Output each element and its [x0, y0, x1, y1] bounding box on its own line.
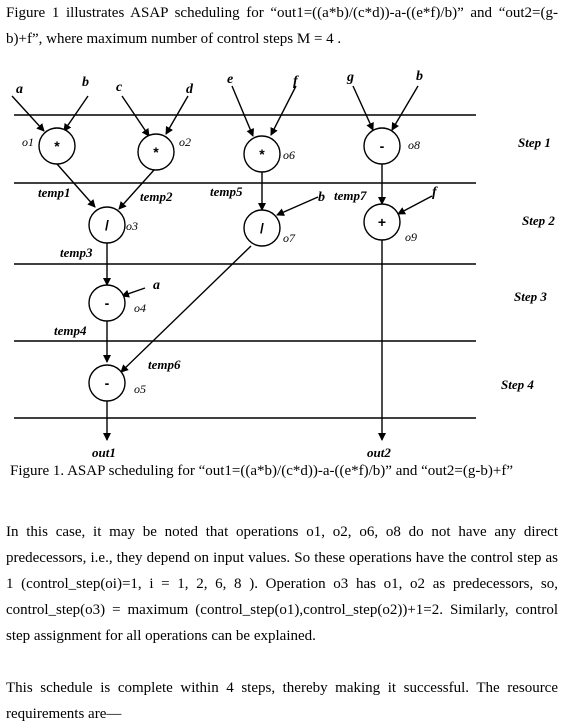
step-label-3: Step 3 — [514, 289, 547, 304]
node-o6-id: o6 — [283, 148, 295, 162]
input-f: f — [293, 74, 299, 89]
edge-o1-o3 — [56, 163, 96, 208]
asap-schedule-figure: * * * - / / + - - o1 o2 o6 o8 o3 o7 o9 o… — [11, 69, 555, 460]
node-o1-circle — [38, 127, 76, 165]
node-o3-op: / — [105, 217, 109, 233]
edge-a-o4 — [121, 287, 146, 298]
temp-label-temp2: temp2 — [140, 189, 173, 204]
node-o5-circle — [88, 364, 126, 402]
input-b: b — [82, 75, 89, 90]
input-a: a — [16, 82, 23, 97]
edge-b-o7 — [276, 196, 319, 216]
input-b-o8: b — [416, 69, 423, 84]
node-o7-id: o7 — [283, 231, 296, 245]
node-o5-op: - — [105, 375, 110, 391]
temp-label-temp6: temp6 — [148, 357, 181, 372]
temp-label-temp1: temp1 — [38, 185, 71, 200]
node-o9-circle — [363, 203, 401, 241]
edge-a-o1 — [11, 95, 45, 132]
edge-b-o8 — [391, 85, 419, 131]
edge-o7-o5 — [120, 245, 252, 373]
edge-f-o6 — [270, 85, 297, 136]
node-o1-id: o1 — [22, 135, 34, 149]
temp-label-temp5: temp5 — [210, 184, 243, 199]
intro-paragraph: Figure 1 illustrates ASAP scheduling for… — [6, 5, 558, 47]
input-g: g — [346, 70, 354, 85]
node-o6-circle — [243, 135, 281, 173]
node-o2-circle — [137, 133, 175, 171]
step-label-4: Step 4 — [501, 377, 534, 392]
node-o4-id: o4 — [134, 301, 146, 315]
figure-caption: Figure 1. ASAP scheduling for “out1=((a*… — [10, 463, 513, 479]
body-paragraph-2: This schedule is complete within 4 steps… — [6, 680, 558, 722]
input-e: e — [227, 72, 233, 87]
node-o8-id: o8 — [408, 138, 420, 152]
edge-b-o1 — [63, 95, 89, 132]
node-o7-op: / — [260, 220, 264, 236]
node-o8-circle — [363, 127, 401, 165]
step-label-2: Step 2 — [522, 213, 555, 228]
temp-label-temp4: temp4 — [54, 323, 87, 338]
output-out1: out1 — [92, 445, 116, 460]
step-label-1: Step 1 — [518, 135, 551, 150]
input-b-o7: b — [318, 190, 325, 205]
node-o7-circle — [243, 209, 281, 247]
node-o9-op: + — [378, 214, 386, 230]
node-o2-id: o2 — [179, 135, 191, 149]
node-o4-op: - — [105, 295, 110, 311]
input-c: c — [116, 80, 123, 95]
edge-e-o6 — [231, 85, 254, 137]
node-o4-circle — [88, 284, 126, 322]
edge-o2-o3 — [118, 169, 155, 210]
input-d: d — [186, 82, 194, 97]
output-out2: out2 — [367, 445, 391, 460]
temp-label-temp7: temp7 — [334, 188, 367, 203]
node-o2-op: * — [153, 144, 159, 160]
edge-f-o9 — [397, 195, 433, 215]
node-o3-id: o3 — [126, 219, 138, 233]
node-o9-id: o9 — [405, 230, 417, 244]
node-o3-circle — [88, 206, 126, 244]
edge-g-o8 — [352, 85, 374, 131]
input-f-o9: f — [432, 185, 438, 200]
node-o5-id: o5 — [134, 382, 146, 396]
temp-label-temp3: temp3 — [60, 245, 93, 260]
node-o8-op: - — [380, 138, 385, 154]
edge-c-o2 — [121, 95, 150, 137]
node-o1-op: * — [54, 138, 60, 154]
body-paragraph-1: In this case, it may be noted that opera… — [6, 524, 558, 644]
input-a-o4: a — [153, 278, 160, 293]
edge-d-o2 — [165, 95, 189, 135]
node-o6-op: * — [259, 146, 265, 162]
